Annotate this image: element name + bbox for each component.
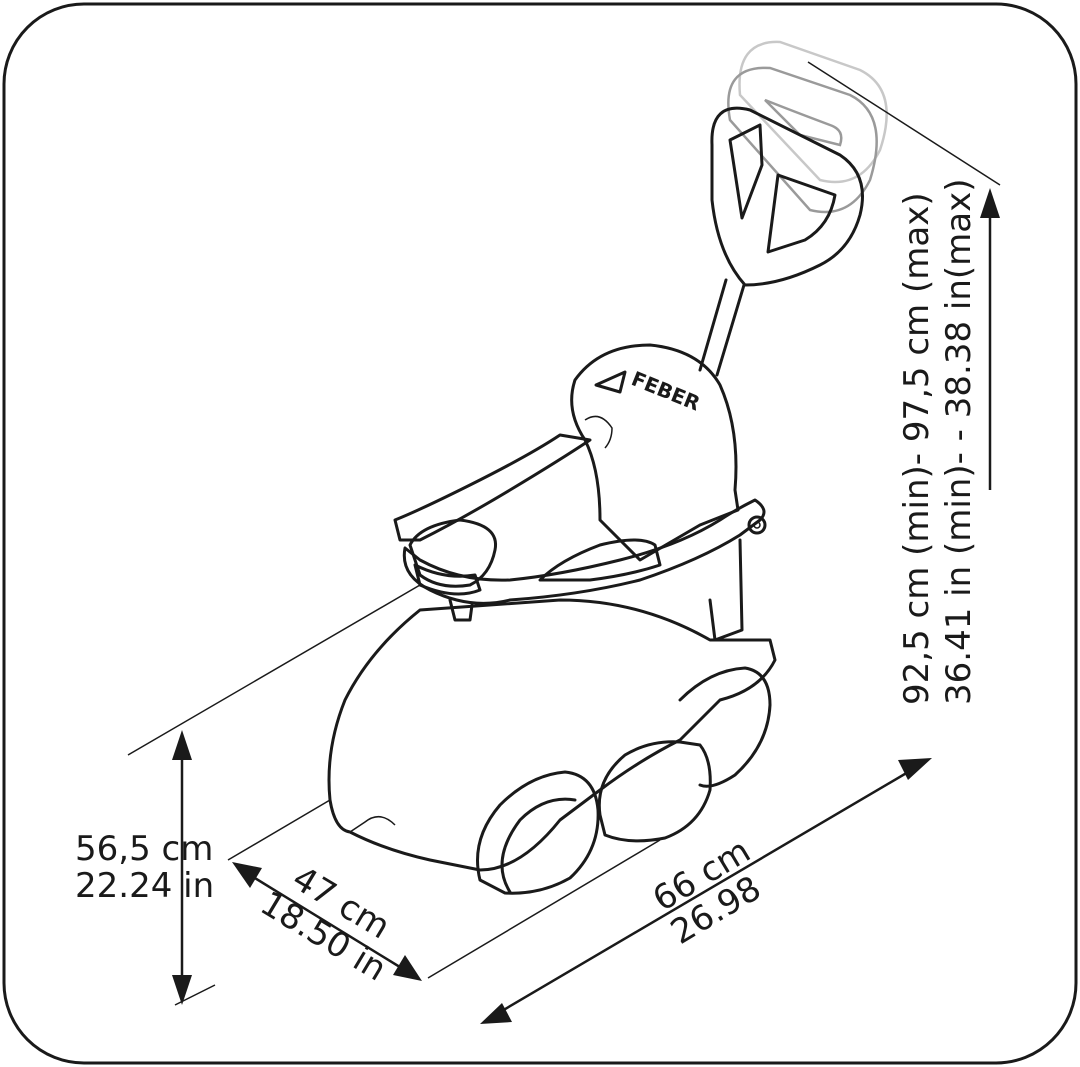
push-handle [698,106,864,377]
seat [538,538,662,582]
front-left-wheel [476,770,600,895]
brand-logo: FEBER [628,366,703,415]
rear-right-wheel [597,666,772,843]
length-dimension: 66 cm 26.98 [480,758,932,1024]
height-dimension: 56,5 cm 22.24 in [75,584,421,1006]
handle-height-metric-label: 92,5 cm (min)- 97,5 cm (max) [897,192,937,705]
height-imperial-label: 22.24 in [75,866,214,906]
ride-on-toy-illustration: FEBER [327,40,888,895]
width-dimension: 47 cm 18.50 in [227,799,661,989]
toy-body [327,598,777,872]
safety-bar [393,433,767,642]
height-metric-label: 56,5 cm [75,829,213,869]
handle-height-imperial-label: 36.41 in (min)- - 38.38 in(max) [939,179,979,706]
handle-height-dimension: 92,5 cm (min)- 97,5 cm (max) 36.41 in (m… [807,61,1001,706]
handle-ghost-positions [727,40,888,214]
steering-wheel [408,518,498,622]
seat-back: FEBER [570,343,740,562]
